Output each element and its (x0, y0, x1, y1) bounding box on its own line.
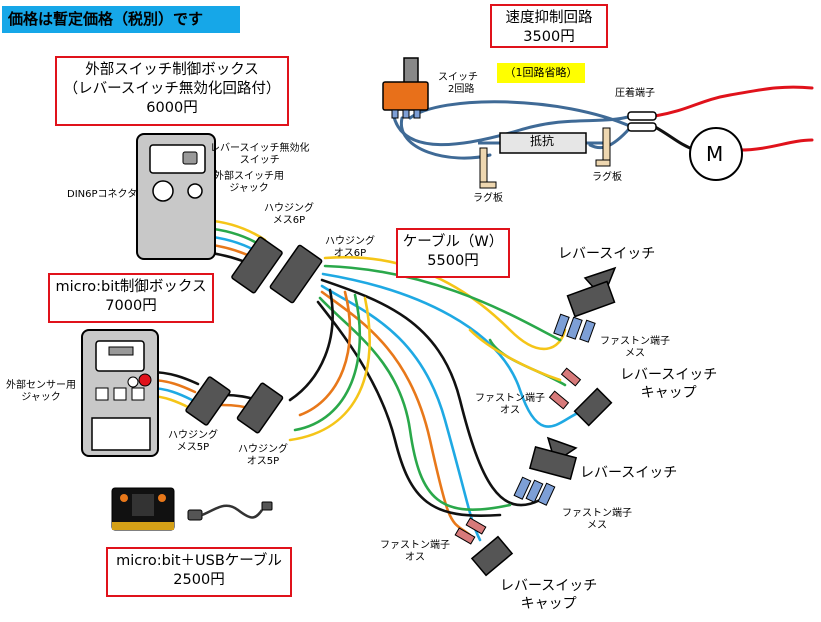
label-resistor: 抵抗 (530, 134, 555, 148)
microbit-control-box (81, 329, 159, 457)
label-housing-male-6p: ハウジング オス6P (325, 236, 375, 259)
lever-switch-cap-icon (548, 367, 613, 427)
housing-female-5p (185, 376, 231, 426)
housing-male-6p (269, 244, 323, 304)
omitted-circuit-note: （1回路省略） (497, 63, 585, 83)
price-box-cable: ケーブル（W） 5500円 (396, 228, 510, 278)
label-lug-plate: ラグ板 (473, 193, 503, 204)
price-box-title: ケーブル（W） (402, 234, 504, 250)
label-housing-male-5p: ハウジング オス5P (238, 444, 288, 467)
label-switch-2circuit: スイッチ 2回路 (438, 72, 478, 95)
label-external-switch-jack: 外部スイッチ用 ジャック (214, 171, 284, 194)
price-box-external-switch: 外部スイッチ制御ボックス （レバースイッチ無効化回路付） 6000円 (55, 56, 289, 126)
label-lever-switch-cap: レバースイッチ キャップ (500, 578, 598, 612)
label-housing-female-6p: ハウジング メス6P (264, 203, 314, 226)
price-box-title: micro:bit＋USBケーブル (116, 553, 282, 569)
price-notice-banner: 価格は暫定価格（税別）です (2, 6, 240, 33)
price-box-subtitle: （レバースイッチ無効化回路付） (63, 81, 281, 97)
label-din6p-connector: DIN6Pコネクタ (67, 189, 138, 200)
lug-plate-icon (479, 147, 497, 189)
usb-cable-icon (187, 501, 273, 521)
price-box-speed-circuit: 速度抑制回路 3500円 (490, 4, 608, 48)
label-lever-switch: レバースイッチ (558, 246, 656, 262)
price-box-price: 2500円 (173, 572, 225, 588)
label-sensor-jack: 外部センサー用 ジャック (6, 380, 76, 403)
price-box-microbit-box: micro:bit制御ボックス 7000円 (48, 273, 214, 323)
label-faston-female: ファストン端子 メス (562, 508, 632, 531)
label-faston-male: ファストン端子 オス (475, 393, 545, 416)
price-box-price: 6000円 (146, 100, 198, 116)
label-motor: M (706, 142, 724, 166)
price-box-price: 3500円 (523, 29, 575, 45)
price-box-price: 7000円 (105, 298, 157, 314)
label-lever-disable-switch: レバースイッチ無効化 スイッチ (210, 143, 310, 166)
price-box-title: 速度抑制回路 (505, 10, 593, 26)
label-housing-female-5p: ハウジング メス5P (168, 430, 218, 453)
label-lever-switch-cap: レバースイッチ キャップ (620, 367, 718, 401)
label-faston-female: ファストン端子 メス (600, 336, 670, 359)
resistor-icon (478, 132, 605, 154)
price-box-title: 外部スイッチ制御ボックス (85, 62, 259, 78)
price-box-title: micro:bit制御ボックス (55, 279, 207, 295)
price-box-price: 5500円 (427, 253, 479, 269)
lever-switch-cap-icon (454, 517, 514, 577)
housing-male-5p (236, 382, 284, 434)
label-faston-male: ファストン端子 オス (380, 540, 450, 563)
label-lug-plate: ラグ板 (592, 172, 622, 183)
lug-plate-icon (595, 127, 611, 167)
price-box-microbit-usb: micro:bit＋USBケーブル 2500円 (106, 547, 292, 597)
label-lever-switch: レバースイッチ (580, 465, 678, 481)
toggle-switch-icon (382, 57, 429, 119)
motor-icon (689, 127, 743, 181)
crimp-terminal-icon (627, 111, 657, 132)
label-crimp-terminal: 圧着端子 (615, 88, 655, 99)
microbit-board-icon (111, 487, 175, 531)
external-switch-box (136, 133, 216, 260)
lever-switch-icon (513, 436, 578, 506)
housing-female-6p (231, 236, 283, 294)
lever-switch-icon (553, 266, 617, 343)
